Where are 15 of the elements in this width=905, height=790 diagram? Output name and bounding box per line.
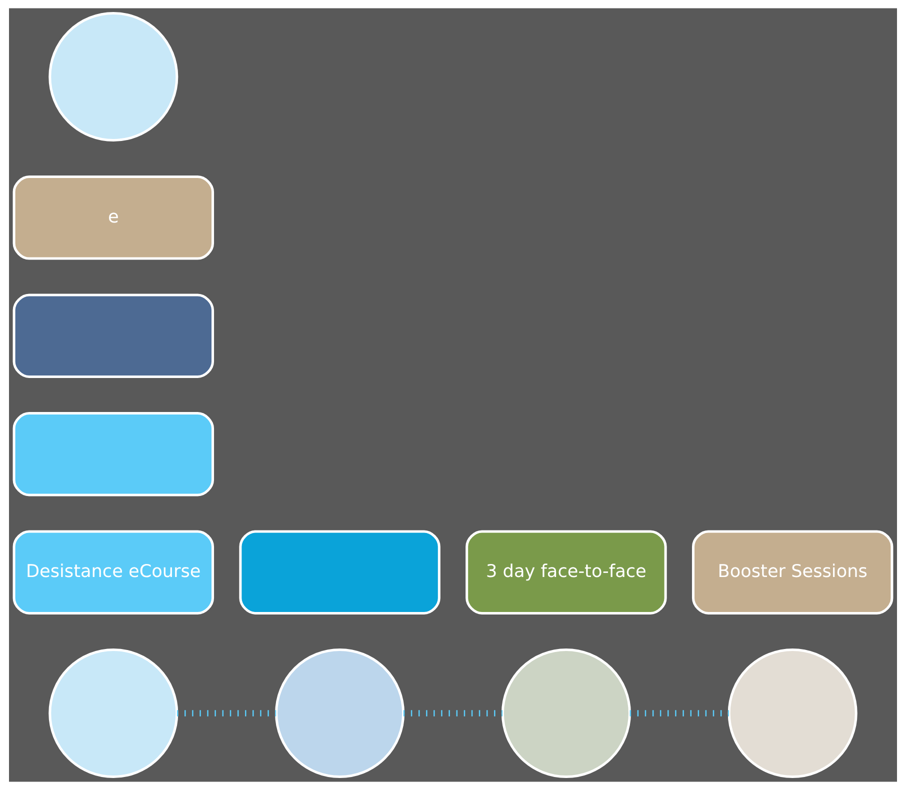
node-circle	[48, 648, 178, 778]
connector	[402, 710, 502, 716]
node-box	[238, 530, 440, 614]
connector	[176, 710, 276, 716]
connector	[629, 710, 728, 716]
node-circle	[727, 648, 857, 778]
node-circle	[48, 12, 178, 142]
node-circle	[274, 648, 404, 778]
node-circle	[500, 648, 630, 778]
node-box	[12, 294, 214, 378]
node-box: e	[12, 176, 214, 260]
node-box	[12, 412, 214, 496]
node-box: Booster Sessions	[691, 530, 893, 614]
node-box: Desistance eCourse	[12, 530, 214, 614]
node-box: 3 day face-to-face	[465, 530, 666, 614]
